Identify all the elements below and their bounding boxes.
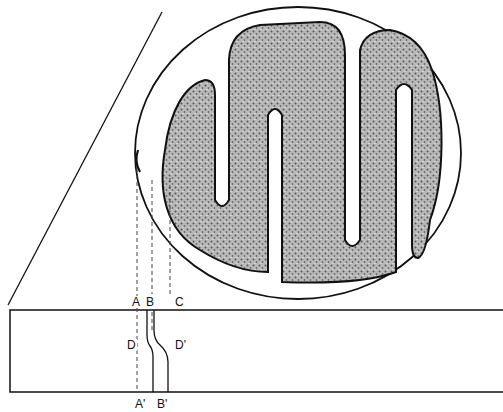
deform-line: [154, 310, 168, 392]
point-label: A': [134, 398, 146, 410]
point-label: C: [174, 296, 185, 308]
point-label: D: [126, 339, 137, 351]
deform-line: [147, 310, 153, 392]
stippled-core: [163, 22, 442, 283]
slab: [10, 310, 503, 392]
point-label: B': [156, 398, 168, 410]
point-label: B: [145, 296, 155, 308]
outer-circle: [135, 7, 461, 299]
point-label: D': [174, 339, 187, 351]
projection-lines: [137, 168, 170, 392]
point-label: A: [131, 296, 141, 308]
